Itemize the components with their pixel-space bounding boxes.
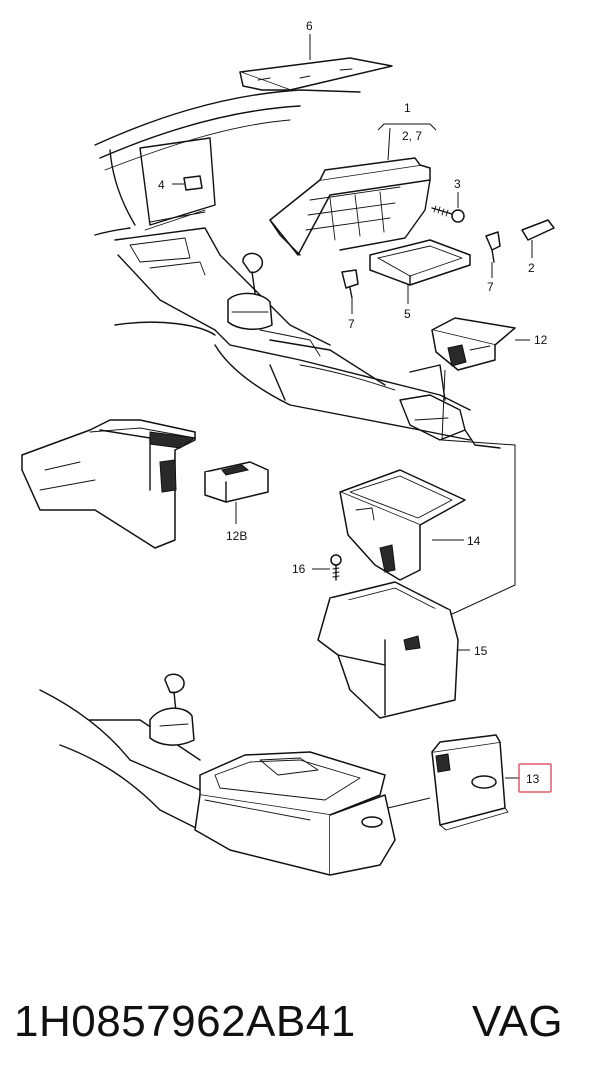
part-12-ashtray bbox=[431, 317, 530, 371]
part-15-console-base bbox=[317, 581, 470, 719]
callout-1: 1 bbox=[404, 101, 411, 115]
callout-12b: 12B bbox=[226, 529, 247, 543]
callout-3: 3 bbox=[454, 177, 461, 191]
part-14-armrest-lid bbox=[339, 469, 466, 581]
part-number: 1H0857962AB41 bbox=[14, 997, 356, 1046]
brand-label: VAG bbox=[472, 997, 564, 1046]
part-4-clip bbox=[172, 175, 203, 191]
callout-15: 15 bbox=[474, 644, 488, 658]
callout-14: 14 bbox=[467, 534, 481, 548]
callout-7-right: 7 bbox=[487, 280, 494, 294]
part-1-frame bbox=[269, 127, 431, 256]
callout-7-left: 7 bbox=[348, 317, 355, 331]
callout-2: 2 bbox=[528, 261, 535, 275]
parts-diagram: 6 1 2, 7 4 3 2 7 7 5 12 12B 14 16 15 13 bbox=[21, 19, 555, 876]
console-lower-view bbox=[39, 673, 431, 876]
part-12b-module bbox=[204, 461, 269, 524]
part-3-screw bbox=[431, 192, 465, 223]
callout-4: 4 bbox=[158, 178, 165, 192]
callout-6: 6 bbox=[306, 19, 313, 33]
callout-13-highlight[interactable]: 13 bbox=[518, 763, 552, 793]
part-2-cap bbox=[521, 219, 555, 258]
part-5-tray bbox=[369, 239, 471, 304]
callout-1-bracket bbox=[377, 123, 437, 131]
callout-16: 16 bbox=[292, 562, 306, 576]
callout-13: 13 bbox=[526, 772, 540, 786]
console-left-view bbox=[21, 419, 197, 549]
callout-2-7: 2, 7 bbox=[402, 129, 422, 143]
dashboard-outline bbox=[94, 89, 501, 449]
part-16-bolt bbox=[312, 554, 342, 581]
part-6-cover-panel bbox=[239, 34, 393, 91]
callout-5: 5 bbox=[404, 307, 411, 321]
part-13-side-cover bbox=[431, 734, 520, 831]
callout-12: 12 bbox=[534, 333, 548, 347]
part-7-bracket-left bbox=[341, 269, 359, 314]
part-7-bracket-right bbox=[485, 231, 501, 278]
